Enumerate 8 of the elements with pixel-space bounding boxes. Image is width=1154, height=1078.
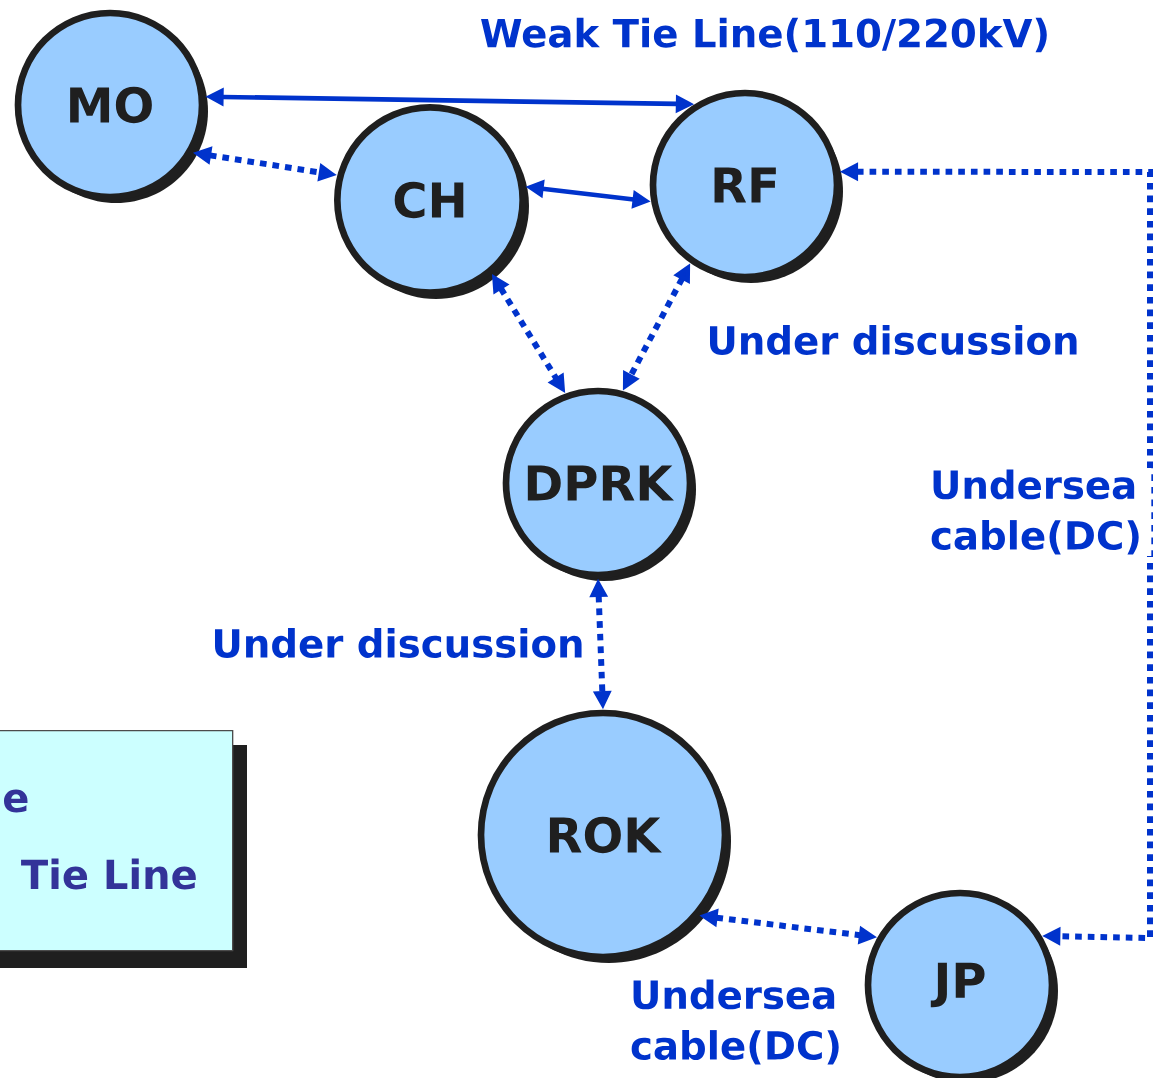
edge-label: Weak Tie Line(110/220kV): [478, 16, 1052, 54]
legend-text: e: [4, 789, 28, 813]
edge-label: Undersea cable(DC): [928, 468, 1152, 556]
legend-box: [0, 730, 247, 968]
legend-text: Tie Line: [21, 858, 196, 890]
edge-label: Under discussion: [705, 323, 1081, 357]
edge-label: Under discussion: [210, 626, 586, 660]
edge-label: Undersea cable(DC): [628, 978, 852, 1066]
